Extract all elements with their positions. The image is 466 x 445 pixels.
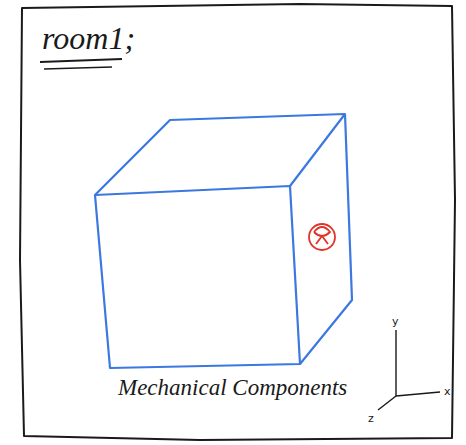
- axis-label: z: [368, 412, 374, 425]
- blue-cube: [95, 114, 352, 368]
- title-underline: [40, 59, 122, 62]
- axis-label: y: [392, 315, 399, 328]
- title-underline: [44, 67, 112, 69]
- frame-outline: [20, 4, 455, 440]
- sketch-title: room1;: [42, 20, 135, 56]
- axes-symbol: [378, 330, 440, 410]
- axis-label: x: [444, 385, 451, 398]
- red-symbol: [309, 224, 335, 250]
- sketch-caption: Mechanical Components: [118, 374, 347, 402]
